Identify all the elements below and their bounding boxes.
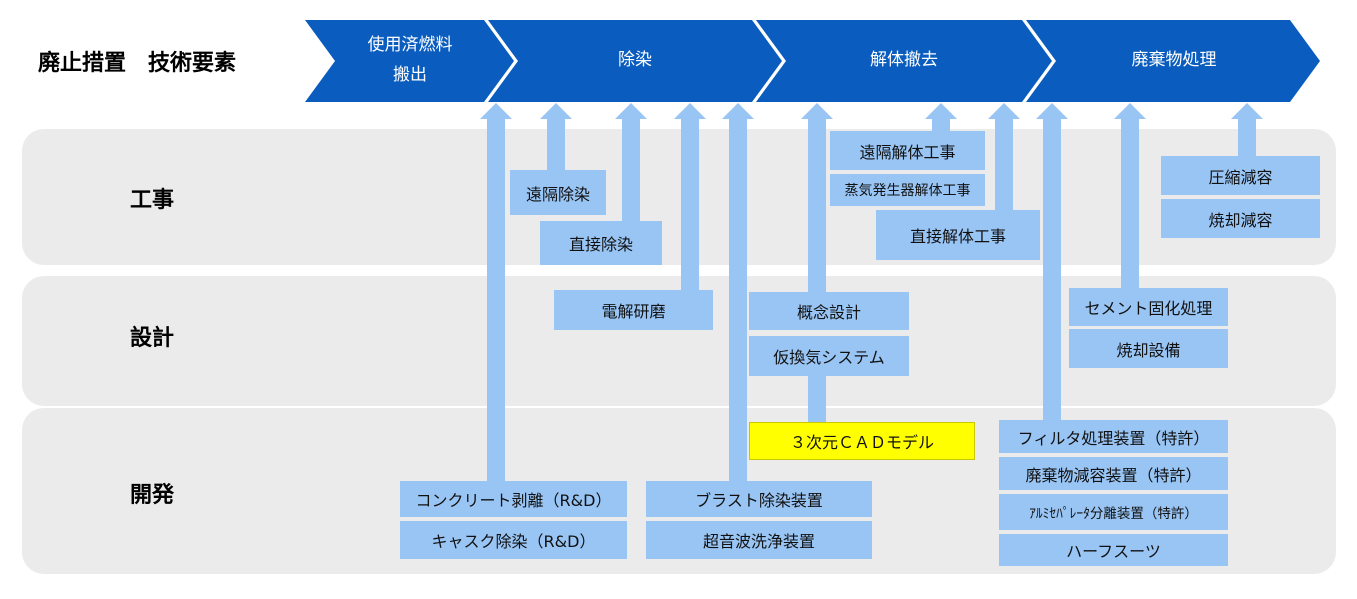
connector-cad	[808, 376, 826, 422]
arrow-blast	[722, 103, 754, 481]
arrow-concept	[801, 103, 833, 292]
box-concrete-peel: コンクリート剥離（R&D）	[400, 481, 627, 517]
box-waste-volume: 廃棄物減容装置（特許）	[999, 457, 1228, 490]
box-sg-dismantle: 蒸気発生器解体工事	[830, 174, 985, 206]
phase-chevrons	[305, 20, 1320, 102]
box-incineration: 焼却減容	[1161, 199, 1320, 238]
row-label-construction: 工事	[130, 188, 175, 213]
box-ultrasonic: 超音波洗浄装置	[646, 521, 872, 559]
phase-label-dismantle: 解体撤去	[870, 50, 938, 71]
box-direct-decon: 直接除染	[540, 221, 662, 265]
box-cement: セメント固化処理	[1069, 288, 1228, 326]
arrow-cement	[1114, 103, 1146, 288]
box-direct-dismantle: 直接解体工事	[876, 210, 1040, 260]
box-al-separator: ｱﾙﾐｾﾊﾟﾚｰﾀ分離装置（特許）	[999, 494, 1228, 530]
box-temp-vent: 仮換気システム	[749, 336, 909, 376]
chevron-dismantle	[756, 20, 1052, 102]
chevron-decon	[488, 20, 782, 102]
box-cask-decon: キャスク除染（R&D）	[400, 521, 627, 559]
arrow-compression	[1231, 103, 1263, 156]
phase-label-decon: 除染	[618, 50, 652, 71]
box-cad-model: ３次元ＣＡＤモデル	[749, 422, 975, 460]
arrow-concrete	[480, 103, 512, 481]
box-filter: フィルタ処理装置（特許）	[999, 420, 1228, 453]
phase-label-fuel-line2: 搬出	[393, 65, 427, 85]
arrow-remote-decon	[540, 103, 572, 170]
arrow-direct-decon	[615, 103, 647, 221]
box-incin-facility: 焼却設備	[1069, 329, 1228, 368]
chevron-fuel	[305, 20, 514, 102]
arrow-filter	[1036, 103, 1068, 420]
phase-label-fuel-line1: 使用済燃料	[367, 35, 453, 56]
phase-label-waste: 廃棄物処理	[1131, 50, 1217, 71]
phase-label-fuel: 使用済燃料 搬出	[340, 20, 480, 102]
box-compression: 圧縮減容	[1161, 156, 1320, 195]
diagram-title: 廃止措置 技術要素	[38, 51, 237, 76]
box-half-suit: ハーフスーツ	[999, 534, 1228, 566]
arrow-electropolish	[674, 103, 706, 290]
box-remote-decon: 遠隔除染	[510, 170, 606, 215]
box-blast-decon: ブラスト除染装置	[646, 481, 872, 517]
chevron-waste	[1026, 20, 1320, 102]
box-concept-design: 概念設計	[749, 292, 909, 330]
support-arrows	[480, 103, 1263, 481]
box-electropolish: 電解研磨	[554, 290, 713, 330]
row-label-development: 開発	[130, 483, 175, 508]
arrow-remote-dismantle	[925, 103, 957, 131]
band-construction	[22, 129, 1336, 265]
box-remote-dismantle: 遠隔解体工事	[830, 131, 985, 170]
row-label-design: 設計	[130, 326, 175, 351]
arrow-direct-dismantle	[988, 103, 1020, 210]
